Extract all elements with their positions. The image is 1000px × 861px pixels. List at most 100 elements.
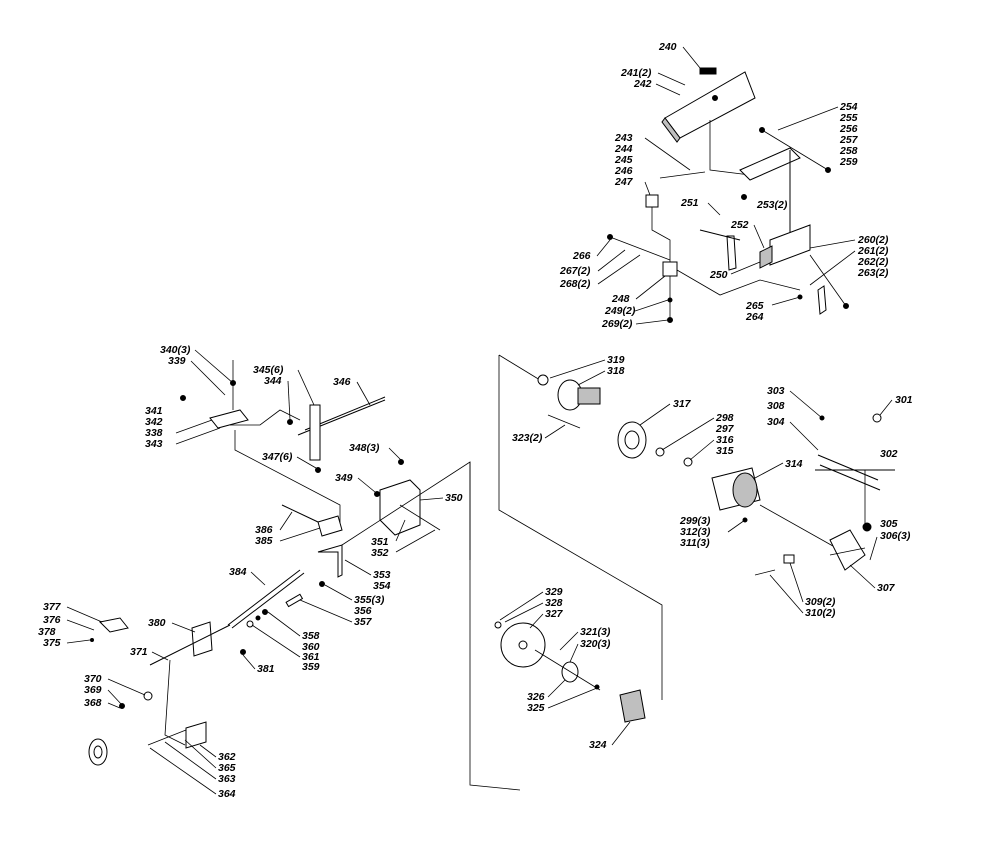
leader-242 (655, 83, 681, 96)
motor-axis-line (759, 504, 841, 551)
label-339: 339 (168, 355, 186, 367)
leader-324 (611, 721, 631, 746)
leader-304 (789, 421, 819, 451)
label-364: 364 (218, 788, 236, 800)
part-254-line (761, 129, 829, 171)
label-359: 359 (302, 661, 320, 673)
part-269-dot (667, 317, 673, 323)
label-250: 250 (709, 269, 728, 281)
label-348: 348(3) (349, 442, 380, 454)
part-369-dot (119, 703, 125, 709)
label-351: 351 (371, 536, 389, 548)
label-357: 357 (354, 616, 373, 628)
part-356-shape (285, 593, 304, 608)
label-356: 356 (354, 605, 372, 617)
label-297: 297 (715, 423, 735, 435)
label-343: 343 (145, 438, 163, 450)
part-302-cord-b (819, 464, 881, 491)
leader-267 (597, 249, 626, 272)
label-314: 314 (785, 458, 803, 470)
label-363: 363 (218, 773, 236, 785)
part-249-dot (667, 297, 673, 303)
label-320: 320(3) (580, 638, 611, 650)
leader-343 (175, 427, 221, 445)
leader-260 (809, 239, 856, 249)
label-240: 240 (658, 41, 677, 53)
label-252: 252 (730, 219, 749, 231)
label-241: 241(2) (620, 67, 652, 79)
leader-329 (499, 591, 544, 621)
part-370-shape (143, 691, 153, 701)
part-243-line (659, 171, 706, 179)
part-384-edge (231, 572, 305, 629)
leader-361 (251, 624, 301, 658)
part-348-dot (398, 459, 404, 465)
leader-251 (707, 202, 721, 216)
label-303: 303 (767, 385, 785, 397)
label-378: 378 (38, 626, 56, 638)
part-365-line (164, 659, 186, 746)
blade-arbor-hole (518, 640, 528, 650)
label-327: 327 (545, 608, 564, 620)
leader-351 (395, 519, 406, 542)
label-305: 305 (880, 518, 898, 530)
label-353: 353 (373, 569, 391, 581)
leader-348 (388, 447, 402, 461)
part-358-dot (262, 609, 268, 615)
leader-370 (107, 678, 146, 696)
leader-340 (194, 349, 234, 384)
leader-385 (279, 527, 321, 542)
label-264: 264 (745, 311, 764, 323)
label-385: 385 (255, 535, 273, 547)
leader-326 (547, 679, 566, 698)
tilt-elevation-assembly (88, 360, 471, 766)
label-318: 318 (607, 365, 625, 377)
leader-350 (419, 497, 444, 501)
label-352: 352 (371, 547, 389, 559)
leader-307 (849, 564, 876, 589)
part-386-shape (281, 504, 319, 523)
label-255: 255 (839, 112, 858, 124)
leader-347 (296, 456, 317, 469)
label-358: 358 (302, 630, 320, 642)
label-340: 340(3) (160, 344, 191, 356)
label-386: 386 (255, 524, 273, 536)
label-323: 323(2) (512, 432, 543, 444)
leader-384 (250, 571, 266, 586)
label-260: 260(2) (857, 234, 889, 246)
label-246: 246 (614, 165, 633, 177)
label-311: 311(3) (680, 537, 710, 549)
part-360-dot (255, 615, 261, 621)
blade-guard-assembly (607, 67, 849, 323)
leader-358 (267, 611, 301, 637)
part-319-shape (537, 374, 549, 386)
leader-375 (66, 639, 91, 644)
leader-339 (190, 360, 226, 396)
label-306: 306(3) (880, 530, 911, 542)
leader-252 (753, 224, 765, 249)
leader-314 (754, 462, 784, 479)
label-326: 326 (527, 691, 545, 703)
label-256: 256 (839, 123, 858, 135)
label-268: 268(2) (559, 278, 591, 290)
part-349-dot (374, 491, 380, 497)
part-344-shape (309, 404, 321, 461)
label-258: 258 (839, 145, 858, 157)
leader-298 (661, 417, 715, 451)
label-360: 360 (302, 641, 320, 653)
part-253-dot (741, 194, 747, 200)
label-371: 371 (130, 646, 148, 658)
part-371-shape (149, 624, 231, 666)
part-352-line (399, 504, 441, 531)
label-325: 325 (527, 702, 545, 714)
label-344: 344 (264, 375, 282, 387)
label-243: 243 (614, 132, 633, 144)
part-381-dot (240, 649, 246, 655)
leader-312 (727, 519, 746, 533)
part-305-shape (862, 522, 872, 532)
part-266-line (609, 236, 671, 261)
part-355-dot (319, 581, 325, 587)
label-377: 377 (43, 601, 62, 613)
part-378-dot (90, 638, 94, 642)
label-347: 347(6) (262, 451, 293, 463)
